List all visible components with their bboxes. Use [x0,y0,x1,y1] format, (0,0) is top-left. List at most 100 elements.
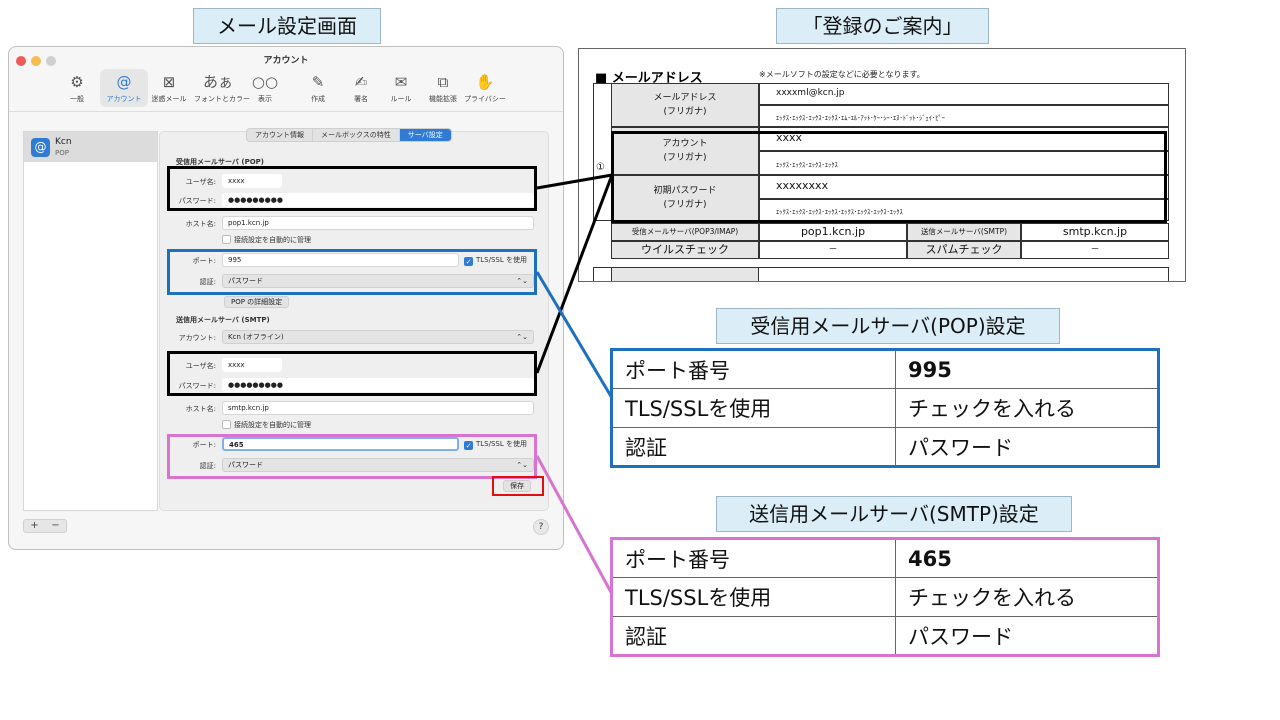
toolbar-item-7[interactable]: ✉ルール [377,73,425,104]
help-button[interactable]: ? [533,519,549,535]
smtp-tls-label: TLS/SSL を使用 [476,440,527,448]
toolbar-item-label: ルール [390,95,412,103]
registration-document: ■ メールアドレス ※メールソフトの設定などに必要となります。 ① メールアドレ… [578,48,1186,282]
toolbar-item-label: フォントとカラー [194,95,250,103]
smtp-account-select[interactable]: Kcn (オフライン)⌃⌄ [222,330,534,344]
doc-side-cell: ① [593,83,611,221]
smtp-user-field[interactable]: xxxx [222,358,282,372]
pop-tls-value-cell: チェックを入れる [895,388,1159,428]
pop-auth-label: 認証: [199,278,216,286]
doc-incoming-value: pop1.kcn.jp [759,223,907,241]
tab-mailbox-behaviors[interactable]: メールボックスの特性 [313,129,400,141]
close-window-button[interactable] [16,56,26,66]
doc-label-account: アカウント (フリガナ) [611,127,759,175]
smtp-account-value: Kcn (オフライン) [228,333,284,341]
smtp-settings-callout: 送信用メールサーバ(SMTP)設定 [716,496,1072,532]
toolbar-item-5[interactable]: ✎作成 [294,73,342,104]
smtp-auto-manage-checkbox[interactable]: 接続設定を自動的に管理 [222,420,311,430]
extension-icon: ⧉ [437,73,449,91]
doc-spam-value: － [1021,241,1169,259]
mail-settings-callout: メール設定画面 [193,8,381,44]
toolbar-item-4[interactable]: ○○表示 [241,73,289,104]
doc-label-email: メールアドレス (フリガナ) [611,83,759,127]
doc-heading: ■ メールアドレス [595,71,703,86]
pop-port-label-cell: ポート番号 [611,349,896,389]
minimize-window-button[interactable] [31,56,41,66]
toolbar-item-2[interactable]: ⊠迷惑メール [145,73,193,104]
pop-auth-label-cell: 認証 [611,427,896,467]
smtp-auth-label: 認証: [199,462,216,470]
pop-settings-callout: 受信用メールサーバ(POP)設定 [716,308,1060,344]
smtp-tls-checkbox[interactable]: ✓TLS/SSL を使用 [464,439,527,450]
doc-outgoing-value: smtp.kcn.jp [1021,223,1169,241]
pop-user-field[interactable]: xxxx [222,174,282,188]
updown-chevron-icon: ⌃⌄ [516,277,528,285]
doc-value-password: xxxxxxxx [759,175,1169,199]
smtp-password-field[interactable]: ●●●●●●●●● [222,378,534,392]
save-button[interactable]: 保存 [503,480,531,492]
add-account-button[interactable]: + [30,520,39,531]
smtp-credentials-highlight [167,351,537,396]
toolbar-item-label: 署名 [354,95,368,103]
pop-port-auth-highlight [167,249,537,295]
account-name: Kcn [55,137,72,147]
toolbar-item-6[interactable]: ✍ 署名 [337,73,385,104]
settings-tabs: アカウント情報 メールボックスの特性 サーバ設定 [246,128,452,142]
save-button-highlight [492,476,544,496]
gear-icon: ⚙ [70,73,84,91]
pop-auth-select[interactable]: パスワード ⌃⌄ [222,274,534,288]
toolbar-item-8[interactable]: ⧉機能拡張 [419,73,467,104]
toolbar-item-9[interactable]: ✋プライバシー [461,73,509,104]
doc-spam-label: スパムチェック [907,241,1021,259]
pop-tls-checkbox[interactable]: ✓TLS/SSL を使用 [464,255,527,266]
toolbar-item-0[interactable]: ⚙ 一般 [53,73,101,104]
smtp-port-field[interactable]: 465 [222,437,459,451]
pop-port-field[interactable]: 995 [222,253,459,267]
zoom-window-button[interactable] [46,56,56,66]
registration-callout: 「登録のご案内」 [776,8,989,44]
doc-outgoing-label: 送信メールサーバ(SMTP) [907,223,1021,241]
smtp-tls-value-cell: チェックを入れる [895,577,1159,617]
toolbar-item-label: 一般 [70,95,84,103]
checkbox-icon [222,235,231,244]
remove-account-button[interactable]: − [51,520,60,531]
server-settings-pane: アカウント情報 メールボックスの特性 サーバ設定 受信用メールサーバ (POP)… [159,128,549,511]
doc-circle-number: ① [596,162,605,173]
signature-icon: ✍ [354,73,368,91]
account-item-kcn[interactable]: @ Kcn POP [24,132,157,162]
tab-server-settings[interactable]: サーバ設定 [399,129,451,141]
doc-next-label [611,267,759,281]
toolbar-item-1[interactable]: @アカウント [100,73,148,104]
smtp-port-value-cell: 465 [895,538,1159,578]
mail-settings-window: アカウント ⚙ 一般 @アカウント⊠迷惑メールあぁフォントとカラー○○表示✎作成 ✍ 署… [8,46,564,550]
pop-password-field[interactable]: ●●●●●●●●● [222,193,534,207]
smtp-auto-manage-label: 接続設定を自動的に管理 [234,421,311,429]
pop-port-label: ポート: [192,257,216,265]
add-remove-account-control: + − [23,519,67,533]
updown-chevron-icon: ⌃⌄ [516,461,528,469]
pop-auto-manage-checkbox[interactable]: 接続設定を自動的に管理 [222,235,311,245]
junk-icon: ⊠ [162,73,176,91]
pop-host-field[interactable]: pop1.kcn.jp [222,216,534,230]
smtp-auth-select[interactable]: パスワード ⌃⌄ [222,458,534,472]
smtp-section-title: 送信用メールサーバ (SMTP) [176,316,270,324]
smtp-user-label: ユーザ名: [185,362,216,370]
tab-account-info[interactable]: アカウント情報 [247,129,313,141]
smtp-auth-value: パスワード [228,461,263,469]
doc-virus-value: － [759,241,907,259]
smtp-host-field[interactable]: smtp.kcn.jp [222,401,534,415]
smtp-password-label: パスワード: [178,382,216,390]
toolbar-item-3[interactable]: あぁフォントとカラー [194,73,250,104]
doc-kana-email: ｴｯｸｽ･ｴｯｸｽ･ｴｯｸｽ･ｴｯｸｽ･ｴﾑ･ｴﾙ･ｱｯﾄ･ｹｰ･ｼｰ･ｴﾇ･ﾄ… [759,105,1169,127]
window-title: アカウント [263,56,309,66]
doc-account-highlight [611,131,1167,223]
pop-advanced-button[interactable]: POP の詳細設定 [224,296,290,308]
at-account-icon: @ [31,138,50,157]
pop-auth-value: パスワード [228,277,263,285]
pop-section-title: 受信用メールサーバ (POP) [176,158,264,166]
compose-icon: ✎ [311,73,325,91]
table-row: TLS/SSLを使用チェックを入れる [611,388,1159,428]
